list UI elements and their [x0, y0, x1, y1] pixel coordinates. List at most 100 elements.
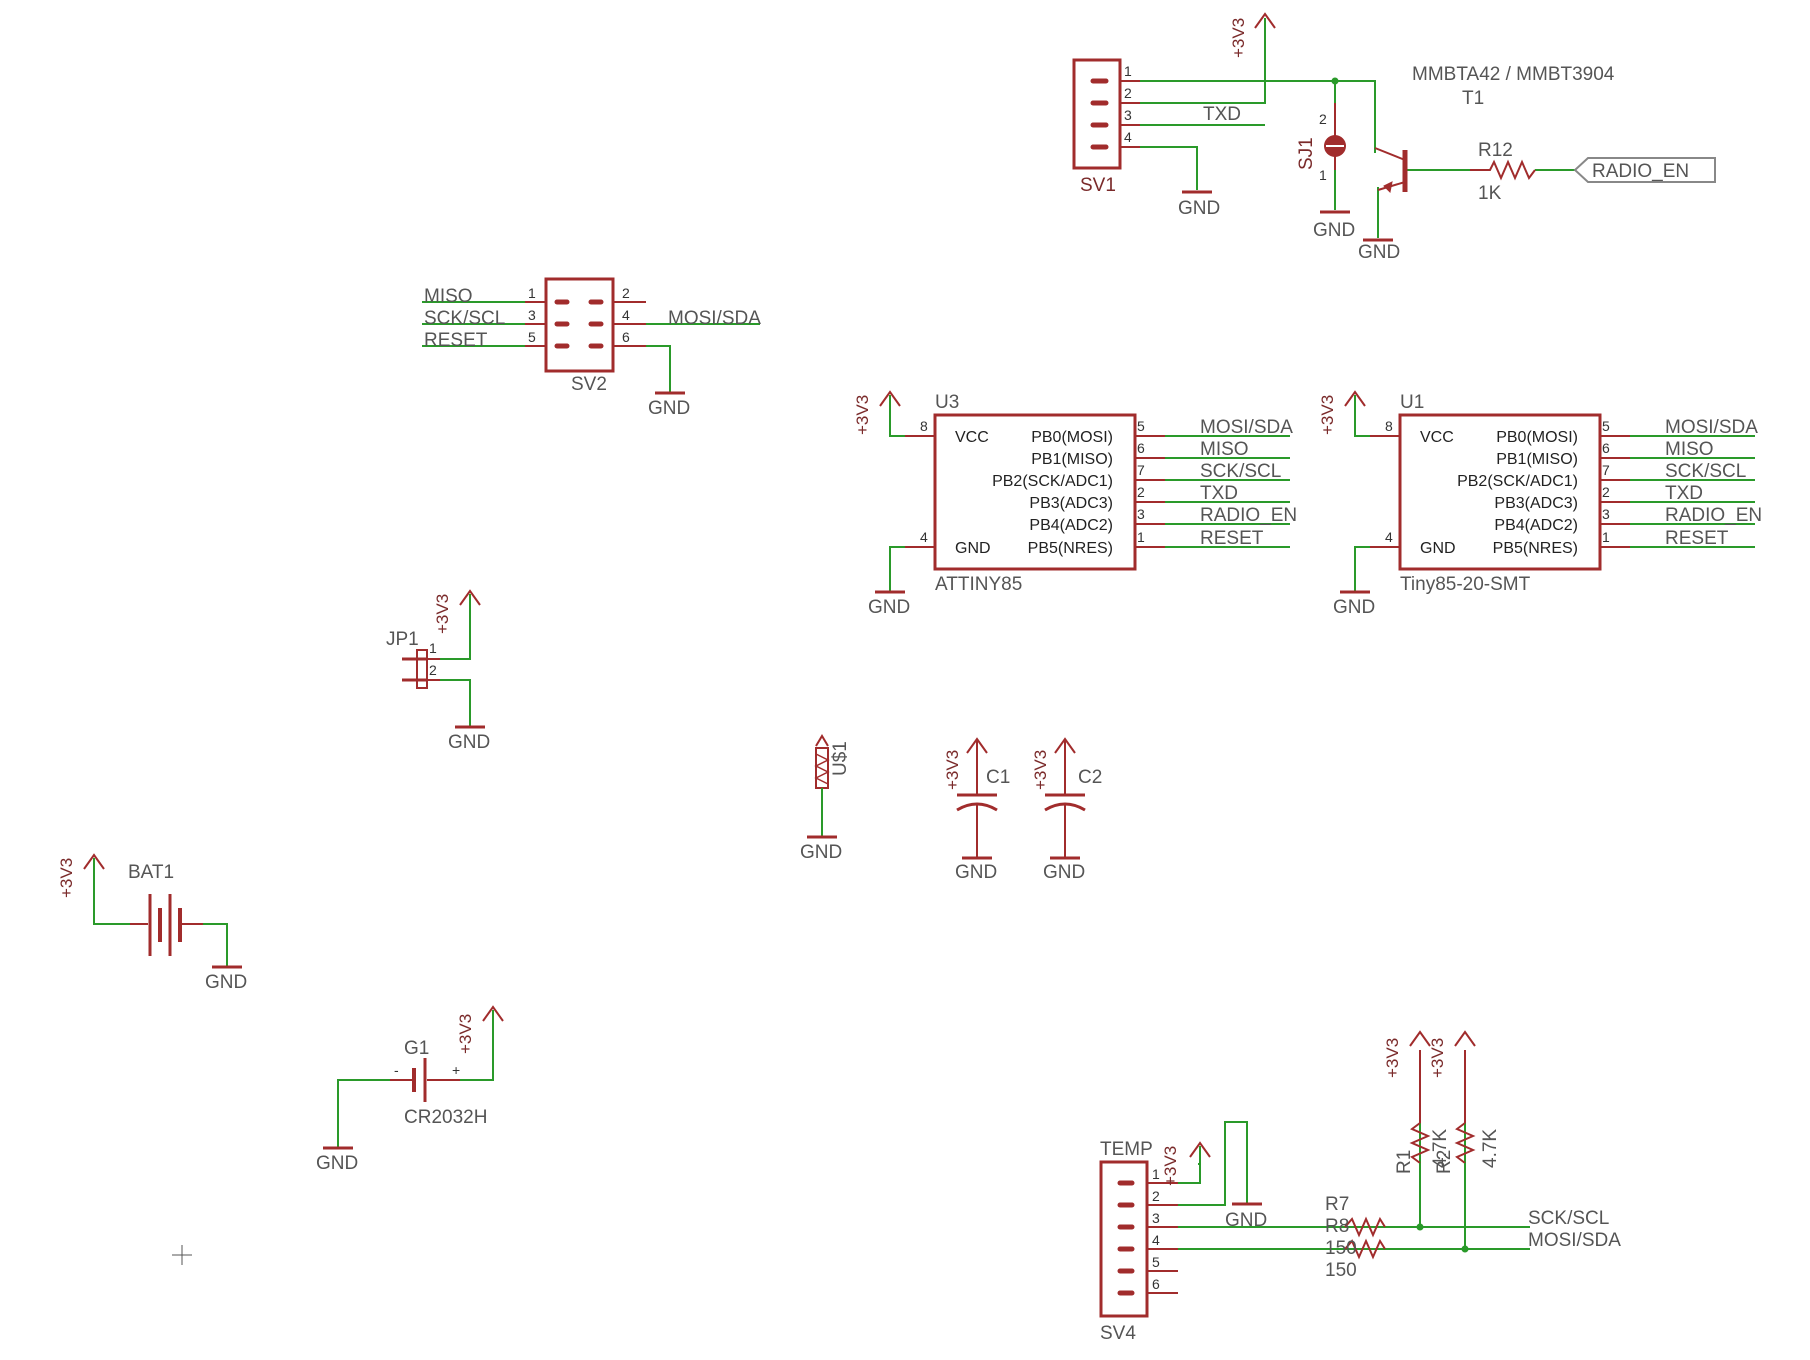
- g1-gnd-label: GND: [316, 1153, 358, 1174]
- sv2-name: SV2: [571, 374, 607, 395]
- r12-value: 1K: [1478, 183, 1502, 204]
- sv1-connector[interactable]: 1 2 3 4 SV1: [1072, 58, 1140, 196]
- u3-pin-pb3: PB3(ADC3): [1029, 495, 1113, 512]
- u1-pnum-7: 7: [1602, 462, 1610, 478]
- u3-net-txd: TXD: [1200, 483, 1238, 504]
- u1-pin-pb0: PB0(MOSI): [1496, 429, 1578, 446]
- c2-capacitor[interactable]: C2: [1044, 737, 1102, 860]
- u1-pin-pb1: PB1(MISO): [1496, 451, 1578, 468]
- bat1-gnd-label: GND: [205, 972, 247, 993]
- sv2-net-mosi: MOSI/SDA: [668, 308, 761, 329]
- u3-chip[interactable]: VCC GND PB0(MOSI) PB1(MISO) PB2(SCK/ADC1…: [920, 392, 1145, 595]
- g1-name: G1: [404, 1038, 429, 1059]
- sv1-vcc-symbol: [1254, 12, 1276, 29]
- r12-resistor[interactable]: R12 1K: [1470, 140, 1536, 204]
- u3-name: U3: [935, 392, 959, 413]
- sv4-pin-1: 1: [1152, 1166, 1160, 1182]
- g1-part: CR2032H: [404, 1107, 487, 1128]
- u1-chip[interactable]: VCC GND PB0(MOSI) PB1(MISO) PB2(SCK/ADC1…: [1385, 392, 1610, 595]
- sv4-connector[interactable]: 1 2 3 4 5 6 TEMP SV4: [1099, 1139, 1178, 1344]
- u1-pin-pb5: PB5(NRES): [1493, 540, 1578, 557]
- u3-pin-pb5: PB5(NRES): [1028, 540, 1113, 557]
- sv4-pin-3: 3: [1152, 1210, 1160, 1226]
- u3-pnum-3: 3: [1137, 506, 1145, 522]
- sv4-vcc-symbol: [1189, 1141, 1211, 1158]
- u1-pin-pb3: PB3(ADC3): [1494, 495, 1578, 512]
- r2-vcc-label: +3V3: [1428, 1038, 1447, 1078]
- t1-transistor[interactable]: [1374, 147, 1408, 194]
- r2-resistor[interactable]: [1454, 1050, 1476, 1249]
- sv2-gnd-label: GND: [648, 398, 690, 419]
- u1-net-txd: TXD: [1665, 483, 1703, 504]
- r7-name: R7: [1325, 1194, 1349, 1215]
- r1-value: 4.7K: [1430, 1129, 1451, 1168]
- r1-name: R1: [1394, 1150, 1415, 1174]
- u1-vcc-pin-label: VCC: [1420, 429, 1454, 446]
- sj1-jumper[interactable]: 2 1 SJ1: [1296, 103, 1346, 183]
- u3-net-mosi: MOSI/SDA: [1200, 417, 1293, 438]
- r7-value: 150: [1325, 1238, 1357, 1259]
- sv2-connector[interactable]: 1 3 5 2 4 6 SV2: [525, 277, 646, 395]
- u3-pnum-2: 2: [1137, 484, 1145, 500]
- g1-wires: [337, 1010, 494, 1147]
- u3-pin-pb0: PB0(MOSI): [1031, 429, 1113, 446]
- sj1-gnd-label: GND: [1313, 220, 1355, 241]
- sv4-net-mosi: MOSI/SDA: [1528, 1230, 1621, 1251]
- u3-net-sck: SCK/SCL: [1200, 461, 1281, 482]
- sv2-net-reset: RESET: [424, 330, 488, 351]
- c1-capacitor[interactable]: C1: [956, 737, 1010, 860]
- u3-wires: [889, 395, 1290, 591]
- g1-coin-cell[interactable]: [390, 1058, 460, 1102]
- sv1-pin-3: 3: [1124, 107, 1132, 123]
- r1-resistor[interactable]: [1409, 1050, 1431, 1227]
- sv1-pin-2: 2: [1124, 85, 1132, 101]
- r8-resistor[interactable]: [1344, 1238, 1386, 1260]
- us1-gnd-label: GND: [800, 842, 842, 863]
- u1-pnum-3: 3: [1602, 506, 1610, 522]
- g1-vcc-symbol: [482, 1005, 504, 1022]
- jp1-name: JP1: [386, 629, 419, 650]
- u1-pnum-8: 8: [1385, 418, 1393, 434]
- jp1-jumper[interactable]: 1 2 JP1: [386, 629, 440, 689]
- r12-name: R12: [1478, 140, 1513, 161]
- sv2-net-miso: MISO: [424, 286, 473, 307]
- u1-part: Tiny85-20-SMT: [1400, 574, 1531, 595]
- u1-gnd-label: GND: [1333, 597, 1375, 618]
- sv1-wires: [1140, 18, 1575, 238]
- junction-dot: [1461, 1245, 1469, 1253]
- sv1-name: SV1: [1080, 175, 1116, 196]
- sv2-net-sck: SCK/SCL: [424, 308, 505, 329]
- c1-name: C1: [986, 767, 1010, 788]
- u1-net-mosi: MOSI/SDA: [1665, 417, 1758, 438]
- r7-resistor[interactable]: [1344, 1216, 1386, 1238]
- us1-part[interactable]: U$1: [814, 734, 851, 836]
- sv4-pin-5: 5: [1152, 1254, 1160, 1270]
- junction-dot: [1416, 1223, 1424, 1231]
- radio-en-port[interactable]: RADIO_EN: [1573, 157, 1716, 183]
- g1-plus: +: [452, 1062, 460, 1078]
- t1-part: MMBTA42 / MMBT3904: [1412, 64, 1615, 85]
- sv2-pin-4: 4: [622, 307, 630, 323]
- u1-pnum-5: 5: [1602, 418, 1610, 434]
- u3-gnd-pin-label: GND: [955, 540, 991, 557]
- origin-cross: [172, 1245, 192, 1265]
- bat1-name: BAT1: [128, 862, 174, 883]
- bat1-battery[interactable]: [130, 894, 203, 956]
- sj1-pin1: 1: [1319, 167, 1327, 183]
- u1-pin-pb2: PB2(SCK/ADC1): [1457, 473, 1578, 490]
- u1-gnd-pin-label: GND: [1420, 540, 1456, 557]
- r8-value: 150: [1325, 1260, 1357, 1281]
- jp1-pin2: 2: [429, 662, 437, 678]
- u1-pnum-4: 4: [1385, 529, 1393, 545]
- u3-pnum-5: 5: [1137, 418, 1145, 434]
- sv4-net-sck: SCK/SCL: [1528, 1208, 1609, 1229]
- g1-vcc-label: +3V3: [456, 1014, 475, 1054]
- jp1-wires: [440, 594, 471, 726]
- junction-dot: [1331, 77, 1339, 85]
- c2-vcc-label: +3V3: [1031, 750, 1050, 790]
- c1-vcc-label: +3V3: [943, 750, 962, 790]
- u3-vcc-symbol: [879, 390, 901, 407]
- sv2-wires: [422, 301, 760, 392]
- u1-net-sck: SCK/SCL: [1665, 461, 1746, 482]
- u1-vcc-symbol: [1344, 390, 1366, 407]
